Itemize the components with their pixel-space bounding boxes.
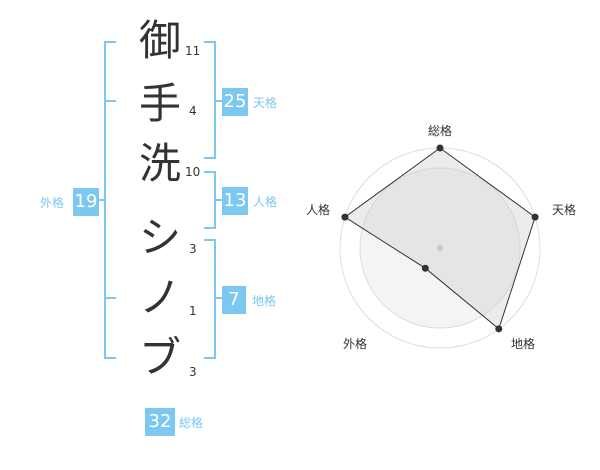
name-char-6: ブ: [138, 333, 181, 382]
stroke-count-1: 11: [185, 44, 201, 58]
radar-label-gaikaku: 外格: [343, 337, 368, 351]
gaikaku-label: 外格: [40, 196, 65, 210]
radar-label-jinkaku: 人格: [306, 203, 331, 217]
radar-value-polygon: [344, 147, 536, 330]
chikaku-value: 7: [222, 286, 246, 314]
radar-label-chikaku: 地格: [511, 337, 536, 351]
jinkaku-value: 13: [222, 187, 248, 215]
stroke-count-5: 1: [189, 304, 197, 318]
name-char-3: 洗: [138, 139, 181, 188]
radar-point: [436, 144, 444, 152]
jinkaku-label: 人格: [253, 195, 278, 209]
gaikaku-value: 19: [73, 188, 99, 216]
radar-point: [495, 325, 503, 333]
chikaku-label: 地格: [252, 294, 277, 308]
stroke-count-6: 3: [189, 365, 197, 379]
radar-center-dot: [437, 245, 443, 251]
tenkaku-value: 25: [222, 88, 248, 116]
stroke-count-3: 10: [185, 165, 201, 179]
radar-label-tenkaku: 天格: [552, 203, 577, 217]
radar-point: [531, 213, 539, 221]
tenkaku-label: 天格: [253, 96, 278, 110]
stroke-count-2: 4: [189, 104, 197, 118]
stroke-count-4: 3: [189, 242, 197, 256]
name-char-4: シ: [138, 213, 181, 262]
soukaku-value: 32: [145, 408, 175, 436]
soukaku-label: 総格: [179, 416, 204, 430]
radar-label-soukaku: 総格: [428, 124, 453, 138]
radar-point: [421, 264, 429, 272]
name-char-5: ノ: [138, 273, 181, 322]
radar-points: [341, 144, 539, 333]
name-char-2: 手: [138, 79, 181, 128]
radar-point: [341, 213, 349, 221]
name-char-1: 御: [138, 16, 181, 65]
